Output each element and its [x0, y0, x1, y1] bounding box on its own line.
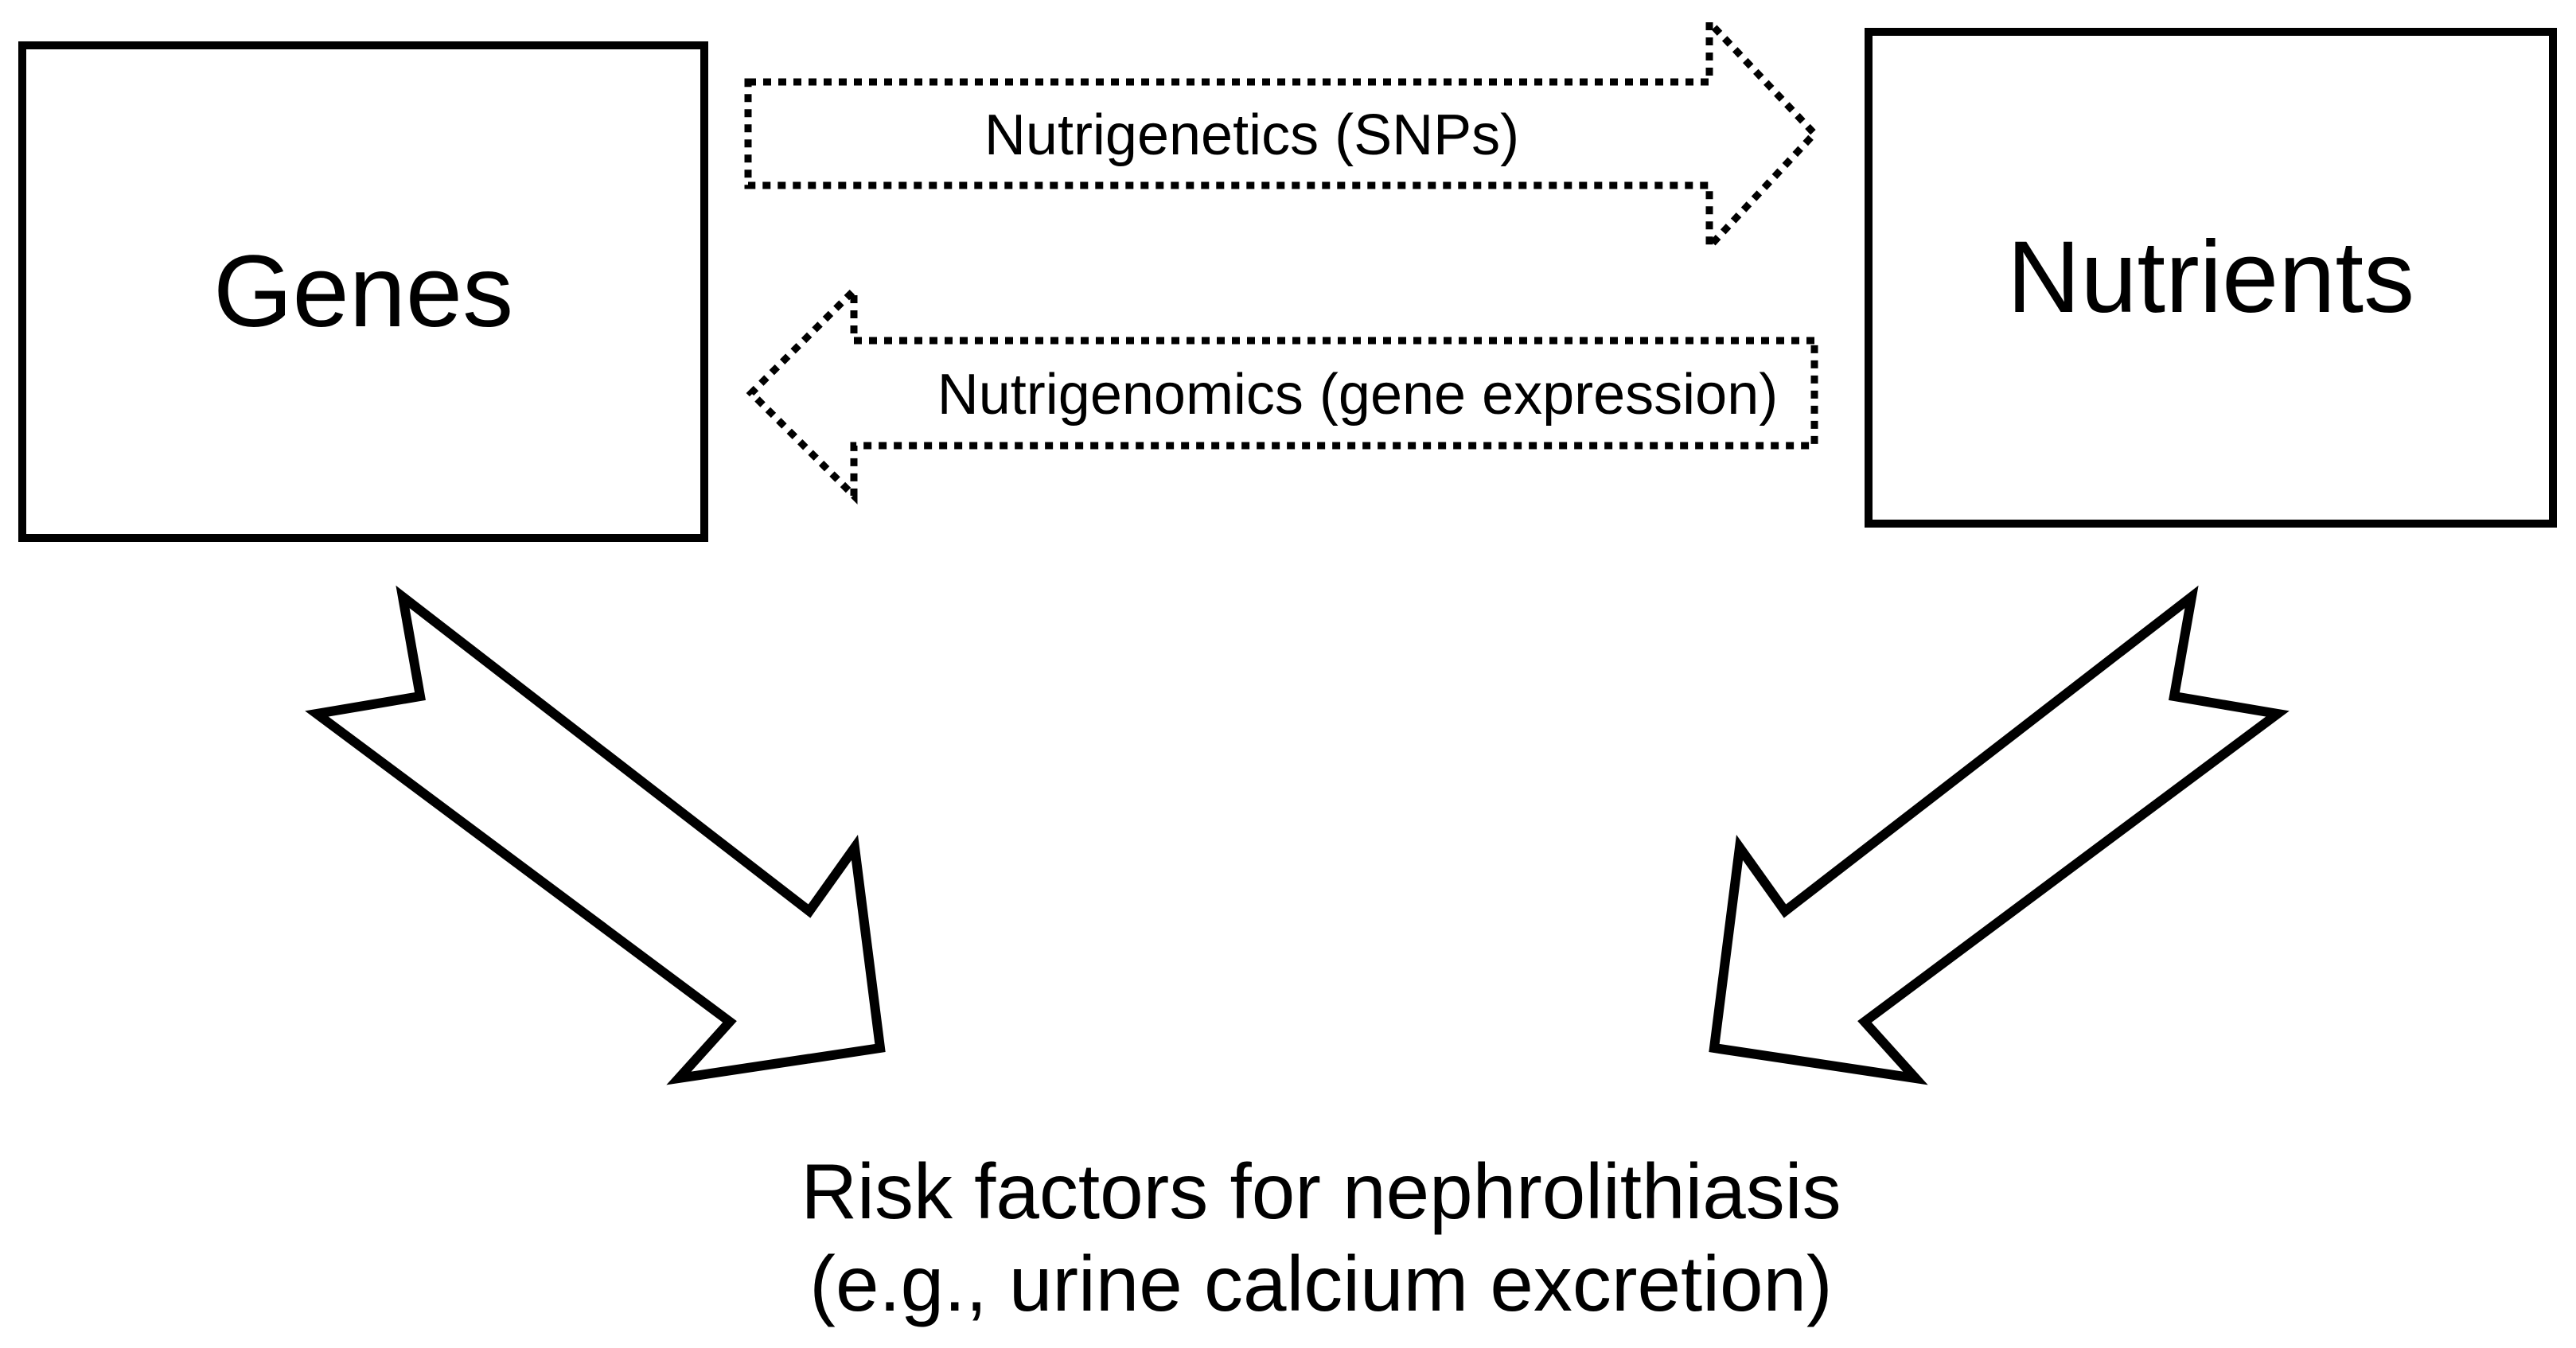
nutrigenetics-arrow: [744, 13, 1820, 256]
nutrigenomics-arrow: [746, 282, 1818, 505]
risk-factors-caption: Risk factors for nephrolithiasis (e.g., …: [801, 1145, 1841, 1330]
nutrigenomics-arrow-label: Nutrigenomics (gene expression): [937, 363, 1779, 427]
risk-factors-caption-line-2: (e.g., urine calcium excretion): [809, 1240, 1833, 1327]
genes-box: [18, 41, 708, 542]
genes-to-risk-arrow: [305, 585, 886, 1085]
risk-factors-caption-line-1: Risk factors for nephrolithiasis: [801, 1147, 1841, 1235]
nutrients-box-label: Nutrients: [2006, 220, 2415, 334]
genes-box-label: Genes: [212, 234, 514, 349]
nutrients-to-risk-arrow: [1709, 585, 2290, 1085]
nutrients-box: [1865, 28, 2557, 528]
nutrigenetics-arrow-label: Nutrigenetics (SNPs): [984, 103, 1520, 167]
